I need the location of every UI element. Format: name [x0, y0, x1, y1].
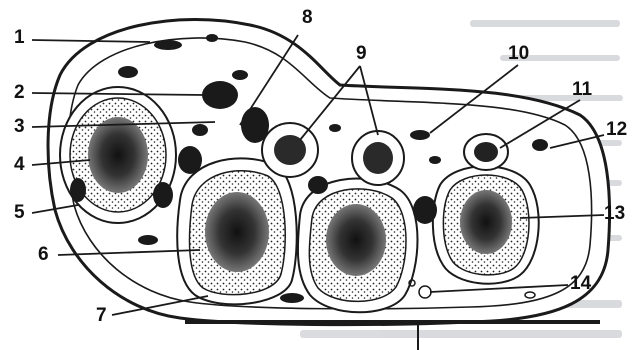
- label-1: 1: [14, 28, 25, 48]
- label-5: 5: [14, 203, 25, 223]
- label-11: 11: [572, 80, 592, 100]
- label-12: 12: [606, 120, 627, 140]
- label-6: 6: [38, 245, 49, 265]
- tendon-11: [464, 134, 508, 170]
- label-10: 10: [508, 44, 529, 64]
- label-7: 7: [96, 306, 107, 326]
- label-4: 4: [14, 155, 25, 175]
- bone-large-marrow: [205, 192, 269, 272]
- bone-middle-marrow: [326, 204, 386, 276]
- tendon-9-right: [352, 131, 404, 185]
- label-3: 3: [14, 117, 25, 137]
- label-2: 2: [14, 83, 25, 103]
- label-14: 14: [570, 274, 591, 294]
- label-13: 13: [604, 204, 625, 224]
- bone-pisiform-marrow: [88, 117, 148, 193]
- bone-right-marrow: [460, 190, 512, 254]
- label-9: 9: [356, 44, 367, 64]
- tendon-9-left: [262, 123, 318, 177]
- label-8: 8: [302, 8, 313, 28]
